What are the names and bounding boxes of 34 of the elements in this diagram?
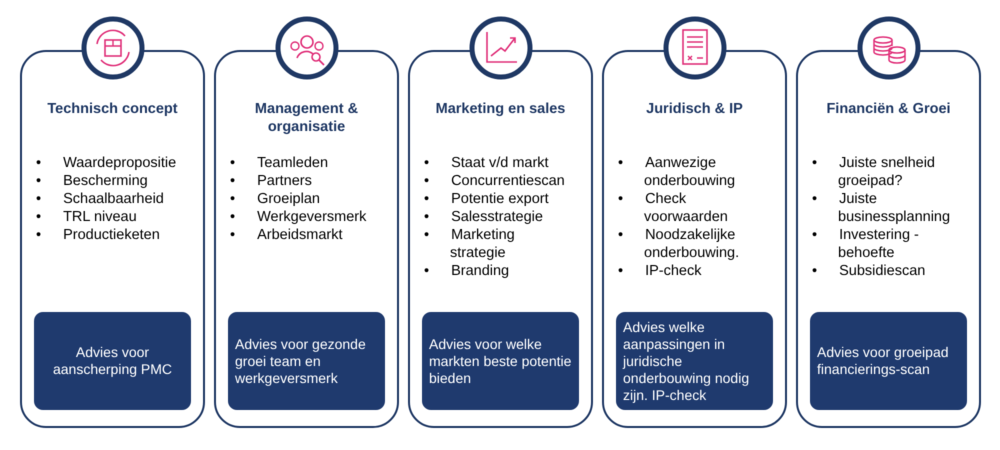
advice-box: Advies welke aanpassingen in juridische onderbouwing nodig zijn. IP-check (616, 312, 773, 410)
card-title: Juridisch & IP (645, 100, 744, 118)
card-title: Management & organisatie (254, 100, 360, 136)
bullet-item: • Marketing strategie (424, 226, 516, 262)
bullet-item: • Subsidiescan (812, 262, 926, 280)
bullet-item: • Productieketen (36, 226, 161, 244)
card-title: Technisch concept (46, 100, 179, 118)
bullet-item: • IP-check (618, 262, 702, 280)
advice-box: Advies voor welke markten beste potentie bieden (422, 312, 579, 410)
bullet-item: • Potentie export (424, 190, 550, 208)
advice-box: Advies voor groeipad financierings-scan (810, 312, 967, 410)
bullet-item: • TRL niveau (36, 208, 138, 226)
advice-box: Advies voor aanscherping PMC (34, 312, 191, 410)
card-title: Financiën & Groei (825, 100, 952, 118)
bullet-item: • Check voorwaarden (618, 190, 729, 226)
bullet-item: • Noodzakelijke onderbouwing. (618, 226, 740, 262)
bullet-item: • Werkgeversmerk (230, 208, 368, 226)
bullet-item: • Bescherming (36, 172, 149, 190)
bullet-item: • Aanwezige onderbouwing (618, 154, 736, 190)
bullet-item: • Juiste snelheid groeipad? (812, 154, 936, 190)
bullet-item: • Staat v/d markt (424, 154, 550, 172)
bullet-item: • Waardepropositie (36, 154, 178, 172)
bullet-item: • Groeiplan (230, 190, 321, 208)
bullet-item: • Schaalbaarheid (36, 190, 165, 208)
bullet-item: • Branding (424, 262, 510, 280)
advice-box: Advies voor gezonde groei team en werkgeversmerk (228, 312, 385, 410)
card-title: Marketing en sales (434, 100, 566, 118)
bullet-item: • Investering - behoefte (812, 226, 920, 262)
bullet-item: • Concurrentiescan (424, 172, 566, 190)
bullet-item: • Teamleden (230, 154, 330, 172)
bullet-item: • Arbeidsmarkt (230, 226, 344, 244)
bullet-item: • Partners (230, 172, 313, 190)
bullet-item: • Salesstrategie (424, 208, 544, 226)
bullet-item: • Juiste businessplanning (812, 190, 952, 226)
